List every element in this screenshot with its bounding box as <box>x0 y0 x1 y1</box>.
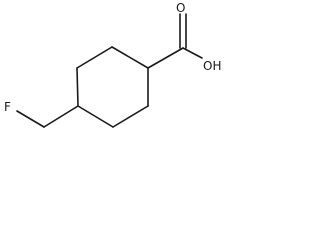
ring-to-methylene-bond <box>43 105 79 128</box>
fluorine-label: F <box>4 100 11 114</box>
ring-bond-4 <box>77 105 114 128</box>
ring-bond-1 <box>111 46 149 69</box>
ring-to-carboxyl-bond <box>147 47 184 69</box>
carbonyl-oxygen-label: O <box>176 1 185 15</box>
ring-bond-5 <box>76 67 79 107</box>
fluoromethyl-group: F <box>4 100 79 128</box>
methylene-to-fluorine-bond <box>16 110 45 128</box>
ring-bond-6 <box>76 46 113 69</box>
chemical-structure: O OH F <box>4 1 221 128</box>
hydroxyl-label: OH <box>203 59 221 73</box>
hydroxyl-bond <box>182 47 203 59</box>
carboxylic-acid-group: O OH <box>147 1 221 73</box>
cyclohexane-ring <box>76 46 149 128</box>
ring-bond-3 <box>112 105 149 128</box>
